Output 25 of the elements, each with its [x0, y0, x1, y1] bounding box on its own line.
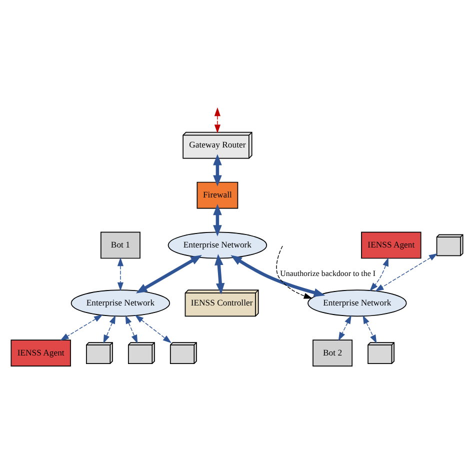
- arrow: [134, 314, 172, 344]
- node-box: Bot 2: [312, 340, 353, 367]
- node-ellipse: Enterprise Network: [70, 290, 170, 317]
- node-box: IENSS Agent: [361, 232, 422, 259]
- arrow: [214, 107, 220, 134]
- node-box: Bot 1: [100, 232, 140, 259]
- arrow: [362, 315, 377, 344]
- node-ellipse: Enterprise Network: [308, 290, 407, 317]
- arrow: [370, 258, 388, 292]
- arrow: [230, 255, 326, 297]
- arrow: [136, 255, 202, 294]
- arrow: [60, 314, 103, 341]
- arrow: [213, 154, 222, 186]
- arrow: [103, 315, 116, 344]
- node-box: IENSS Agent: [10, 340, 71, 367]
- arrow: [117, 257, 124, 292]
- arrow: [375, 253, 438, 292]
- arrow: [338, 315, 352, 341]
- arrow: [213, 204, 222, 236]
- edge-label: Unauthorize backdoor to the I: [280, 269, 376, 278]
- node-ellipse: Enterprise Network: [168, 232, 268, 259]
- arrow: [276, 246, 313, 299]
- arrow: [125, 315, 138, 344]
- node-box: Firewall: [196, 182, 238, 209]
- arrow: [214, 254, 225, 294]
